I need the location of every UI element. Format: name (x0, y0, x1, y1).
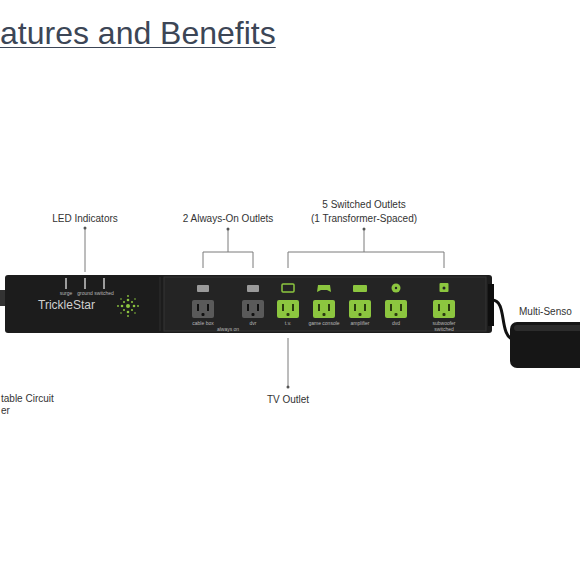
led-label: ground (77, 291, 93, 297)
logo-burst (117, 295, 139, 317)
label-anchor: 5 Switched Outlets (322, 199, 405, 210)
label-anchor: game console (308, 321, 339, 327)
switched-outlet (385, 284, 407, 319)
label-anchor: LED Indicators (52, 213, 118, 224)
label-anchor: dvr (250, 321, 257, 327)
led-indicators (66, 278, 104, 289)
outlet-label: dvd (392, 321, 400, 327)
outlet-label: game console (308, 321, 339, 327)
label-anchor: (1 Transformer-Spaced) (311, 213, 417, 224)
outlet-label: cable box (192, 321, 213, 327)
label-anchor: surge (60, 291, 73, 297)
label-anchor: ground (77, 291, 93, 297)
callout-label: 2 Always-On Outlets (183, 213, 274, 224)
outlet-label: amplifier (351, 321, 370, 327)
always-on-outlet (242, 285, 264, 318)
label-anchor: cable box (192, 321, 213, 327)
label-anchor: TrickleStar (38, 299, 95, 312)
switched-outlet (277, 284, 299, 318)
callout-label: 5 Switched Outlets (322, 199, 405, 210)
multi-sensor (510, 322, 580, 368)
led-label: switched (94, 291, 113, 297)
label-anchor: amplifier (351, 321, 370, 327)
callout-label: Multi-Senso (519, 306, 572, 317)
label-anchor: switched (94, 291, 113, 297)
label-anchor: switched (434, 327, 453, 333)
label-anchor: 2 Always-On Outlets (183, 213, 274, 224)
callout-label: TV Outlet (267, 394, 309, 405)
led-label: surge (60, 291, 73, 297)
callout-label: table Circuit (1, 393, 54, 404)
callout-label: er (1, 405, 10, 416)
label-anchor: dvd (392, 321, 400, 327)
always-on-outlet (192, 285, 214, 318)
brand-logo: TrickleStar (38, 299, 95, 312)
switched-outlet (313, 285, 335, 318)
label-anchor: atures and Benefits (0, 16, 276, 51)
label-anchor: Multi-Senso (519, 306, 572, 317)
label-anchor: TV Outlet (267, 394, 309, 405)
callout-label: LED Indicators (52, 213, 118, 224)
switched-outlet (349, 285, 371, 318)
outlet-label: switched (434, 327, 453, 333)
outlet-label: subwoofer (432, 321, 455, 327)
label-anchor: er (1, 405, 10, 416)
strip-body (5, 275, 492, 333)
outlet-label: always on (217, 327, 239, 333)
page-title: atures and Benefits (0, 16, 276, 51)
label-anchor: always on (217, 327, 239, 333)
label-anchor: t.v. (285, 321, 291, 327)
outlet-label: t.v. (285, 321, 291, 327)
callout-label: (1 Transformer-Spaced) (311, 213, 417, 224)
switched-outlet (433, 283, 455, 318)
label-anchor: table Circuit (1, 393, 54, 404)
outlet-panel (164, 277, 486, 331)
label-anchor: subwoofer (432, 321, 455, 327)
outlet-label: dvr (250, 321, 257, 327)
